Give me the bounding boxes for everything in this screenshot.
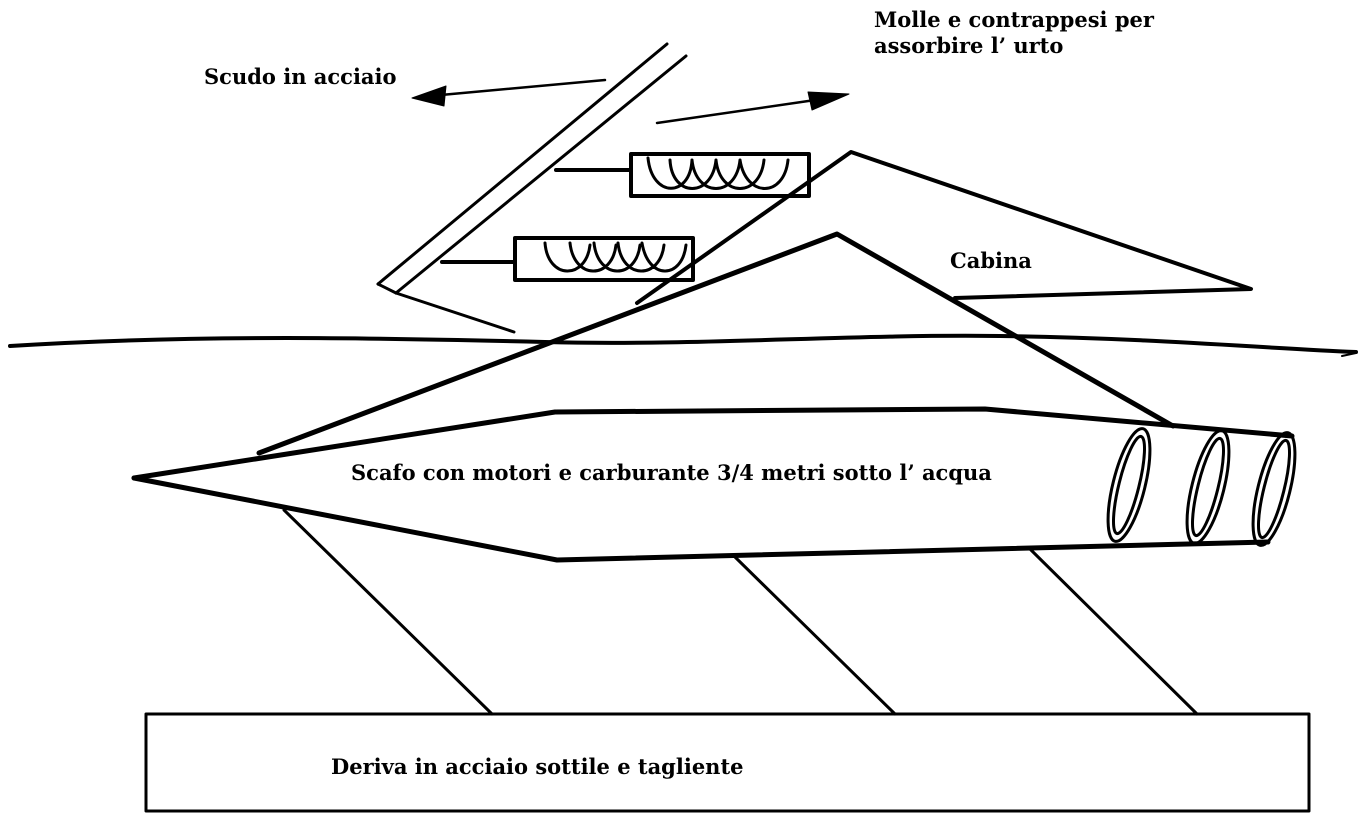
keel-strut-2: [733, 555, 897, 716]
spring-coil-lower: [543, 241, 688, 273]
arrow-molle-line: [655, 97, 824, 125]
propeller-rings: [1106, 427, 1297, 547]
upper-hull-outline: [256, 231, 1176, 456]
shield-base: [376, 282, 398, 295]
label-cabina: Cabina: [950, 248, 1032, 273]
arrow-molle-head: [807, 91, 850, 111]
shield-line-inner: [394, 54, 688, 295]
submerged-hull-outline: [131, 406, 1295, 481]
keel-strut-1: [282, 508, 494, 716]
water-line: [8, 333, 1358, 354]
label-deriva: Deriva in acciaio sottile e tagliente: [331, 754, 744, 779]
label-molle: Molle e contrappesi per assorbire l’ urt…: [874, 7, 1154, 59]
spring-box-lower: [513, 236, 695, 282]
spring-coil-upper: [646, 156, 790, 190]
label-molle-line2: assorbire l’ urto: [874, 33, 1064, 58]
shield-line-outer: [376, 42, 669, 286]
keel-box: [144, 712, 1311, 813]
cabin-outline: [635, 150, 1253, 305]
label-scudo: Scudo in acciaio: [204, 64, 397, 89]
arrow-scudo-line: [428, 78, 607, 98]
arrow-scudo-head: [411, 85, 447, 107]
shield-lower-strut: [394, 291, 516, 334]
submerged-hull-bottom: [131, 475, 1271, 563]
keel-strut-3: [1028, 547, 1199, 716]
label-molle-line1: Molle e contrappesi per: [874, 7, 1154, 32]
spring-box-upper: [629, 152, 811, 198]
label-scafo: Scafo con motori e carburante 3/4 metri …: [351, 460, 992, 485]
water-line-tail: [1341, 352, 1357, 357]
